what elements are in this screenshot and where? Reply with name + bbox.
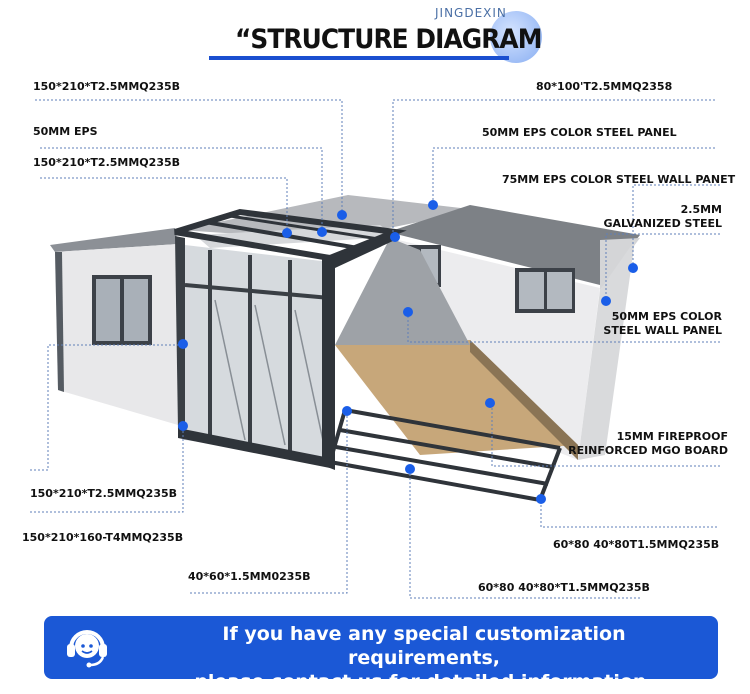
headset-icon	[67, 630, 107, 668]
title-decoration-circle	[490, 11, 542, 63]
label-bottom-left-beam: 150*210*T2.5MMQ235B	[30, 487, 178, 500]
label-galvanized-line2: GALVANIZED STEEL	[603, 217, 722, 230]
label-top-left-beam: 150*210*T2.5MMQ235B	[33, 80, 181, 93]
label-mgo-board: 15MM FIREPROOF REINFORCED MGO BOARD	[560, 430, 728, 458]
label-galvanized-steel: 2.5MM GALVANIZED STEEL	[600, 203, 722, 231]
banner-line-2: please contact us for detailed informati…	[194, 671, 654, 693]
label-mgo-line1: 15MM FIREPROOF	[616, 430, 728, 443]
label-floor-beam-right: 60*80 40*80T1.5MMQ235B	[553, 538, 720, 551]
banner-text: If you have any special customization re…	[144, 622, 704, 694]
brand-name: JINGDEXIN	[435, 6, 507, 20]
label-mgo-line2: REINFORCED MGO BOARD	[568, 444, 728, 457]
label-wall-panel-50: 50MM EPS COLOR STEEL WALL PANEL	[590, 310, 722, 338]
label-floor-joist: 40*60*1.5MM0235B	[188, 570, 311, 583]
leader-lines	[30, 99, 720, 599]
floor-frame	[328, 408, 562, 502]
label-galvanized-line1: 2.5MM	[680, 203, 722, 216]
glass-module-post-right	[322, 258, 335, 470]
glass-front	[185, 245, 330, 460]
label-top-right-beam: 80*100'T2.5MMQ2358	[536, 80, 673, 93]
label-eps-50: 50MM EPS	[33, 125, 98, 138]
right-roof	[388, 205, 640, 285]
banner-line-1: If you have any special customization re…	[222, 623, 626, 669]
page-title: “STRUCTURE DIAGRAM	[235, 24, 542, 55]
interior-floor	[335, 340, 578, 455]
glass-module-post-left	[175, 236, 185, 440]
title-area: JINGDEXIN “STRUCTURE DIAGRAM	[205, 6, 550, 66]
callout-dots	[178, 200, 638, 504]
bottom-frame	[178, 428, 330, 468]
label-floor-beam-bottom: 60*80 40*80*T1.5MMQ235B	[478, 581, 650, 594]
label-bottom-left-base: 150*210*160-T4MMQ235B	[22, 531, 184, 544]
label-mid-left-beam: 150*210*T2.5MMQ235B	[33, 156, 181, 169]
label-roof-panel: 50MM EPS COLOR STEEL PANEL	[482, 126, 677, 139]
left-roof-edge	[50, 228, 178, 252]
label-wall-panel-75: 75MM EPS COLOR STEEL WALL PANET	[502, 173, 736, 186]
label-wall-panel-50-line1: 50MM EPS COLOR	[611, 310, 722, 323]
label-wall-panel-50-line2: STEEL WALL PANEL	[603, 324, 722, 337]
title-underline	[209, 56, 509, 60]
house-structure-illustration	[30, 99, 720, 599]
contact-banner: If you have any special customization re…	[44, 616, 718, 693]
